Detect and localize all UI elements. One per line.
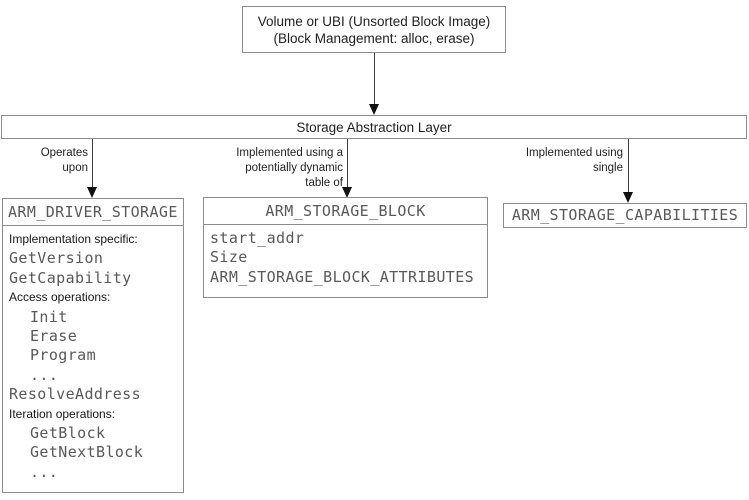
driver-row: GetCapability (9, 268, 132, 287)
storage-abstraction-layer-node: Storage Abstraction Layer (1, 115, 747, 139)
driver-row: ... (30, 462, 59, 481)
connector-sal-to-block (347, 139, 348, 187)
block-row: ARM_STORAGE_BLOCK_ATTRIBUTES (210, 267, 475, 286)
edge-label-line: Implemented using a (236, 147, 343, 159)
edge-label-using-single: Implemented using single (480, 146, 623, 176)
driver-row: Erase (30, 326, 78, 345)
sal-title: Storage Abstraction Layer (296, 119, 452, 135)
arm-storage-block-title: ARM_STORAGE_BLOCK (204, 198, 487, 225)
driver-row: GetBlock (30, 423, 106, 442)
edge-label-line: Operates (40, 147, 88, 159)
arrow-down-icon (623, 192, 633, 203)
edge-label-line: table of (305, 177, 343, 189)
arm-driver-storage-body: Implementation specific: GetVersion GetC… (3, 226, 183, 482)
connector-sal-to-capabilities (628, 139, 629, 192)
arm-storage-block-body: start_addr Size ARM_STORAGE_BLOCK_ATTRIB… (204, 225, 487, 287)
driver-row: Access operations: (9, 290, 111, 305)
volume-ubi-node: Volume or UBI (Unsorted Block Image) (Bl… (242, 6, 506, 53)
connector-sal-to-driver (92, 139, 93, 187)
edge-label-dynamic-table: Implemented using a potentially dynamic … (200, 146, 343, 191)
arm-storage-block-node: ARM_STORAGE_BLOCK start_addr Size ARM_ST… (203, 197, 488, 298)
driver-row: Init (30, 307, 68, 326)
driver-row: ... (30, 365, 59, 384)
arm-driver-storage-node: ARM_DRIVER_STORAGE Implementation specif… (2, 198, 184, 493)
arm-driver-storage-title: ARM_DRIVER_STORAGE (3, 199, 183, 226)
edge-label-line: potentially dynamic (245, 162, 343, 174)
connector-volume-to-sal (374, 53, 375, 104)
driver-row: GetVersion (9, 249, 104, 268)
driver-row: Iteration operations: (9, 406, 116, 421)
arrow-down-icon (87, 187, 97, 198)
arrow-down-icon (342, 187, 352, 198)
driver-row: GetNextBlock (30, 443, 144, 462)
volume-ubi-title-line2: (Block Management: alloc, erase) (273, 30, 475, 46)
driver-row: Implementation specific: (9, 232, 138, 246)
edge-label-line: single (592, 162, 623, 174)
edge-label-line: upon (62, 162, 88, 174)
driver-row: ResolveAddress (9, 385, 142, 404)
arm-storage-capabilities-node: ARM_STORAGE_CAPABILITIES (503, 203, 747, 228)
block-row: Size (210, 248, 248, 267)
driver-row: Program (30, 346, 97, 365)
edge-label-operates-upon: Operates upon (0, 146, 88, 176)
arrow-down-icon (369, 104, 379, 115)
block-row: start_addr (210, 229, 305, 247)
edge-label-line: Implemented using (525, 147, 623, 159)
volume-ubi-title-line1: Volume or UBI (Unsorted Block Image) (257, 13, 491, 29)
arm-storage-capabilities-title: ARM_STORAGE_CAPABILITIES (511, 206, 739, 224)
